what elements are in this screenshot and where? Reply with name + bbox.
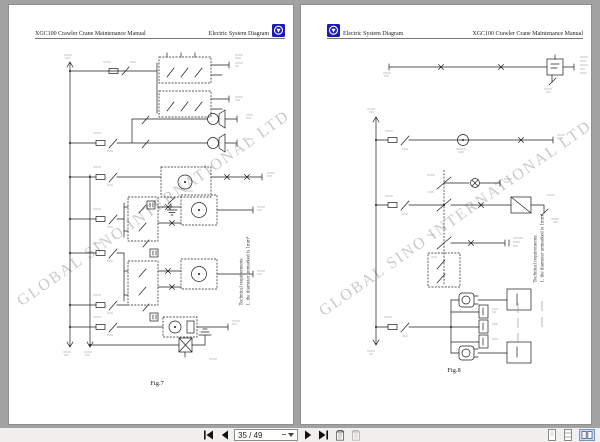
continuous-view-icon [564, 429, 572, 441]
page-navigation [202, 428, 362, 442]
header-manual-title: XGC100 Crawler Crane Maintenance Manual [472, 31, 583, 37]
viewer-toolbar [0, 428, 600, 442]
previous-view-button[interactable] [333, 429, 346, 441]
next-view-icon [351, 430, 360, 441]
single-page-view-button[interactable] [546, 429, 558, 441]
header-section-title: Electric System Diagram [343, 31, 404, 37]
tech-note: Technical requirements: 1. the diameter … [533, 213, 546, 283]
page-number-box [234, 429, 298, 441]
tech-note: Technical requirements: 1. the diameter … [239, 236, 252, 306]
first-page-button[interactable] [202, 429, 215, 441]
page-right: GLOBAL SINO INTERNATIONAL LTD Electric S… [300, 4, 592, 425]
circuit-diagram-fig8 [367, 54, 588, 364]
header-manual-title: XGC100 Crawler Crane Maintenance Manual [35, 31, 146, 37]
header-rule [327, 38, 583, 39]
previous-view-icon [335, 430, 344, 441]
header-section-title: Electric System Diagram [208, 31, 269, 37]
previous-page-icon [221, 430, 228, 440]
circuit-diagram-fig7 [63, 52, 275, 360]
page-dropdown-dash [282, 434, 286, 435]
two-page-view-icon [578, 429, 595, 441]
brand-logo-icon [272, 24, 285, 37]
page-dropdown-button[interactable] [285, 430, 297, 440]
next-page-button[interactable] [301, 429, 314, 441]
chevron-down-icon [288, 433, 294, 437]
figure-label: Fig.8 [447, 367, 461, 374]
page-right-header: Electric System Diagram XGC100 Crawler C… [327, 24, 583, 37]
last-page-button[interactable] [317, 429, 330, 441]
brand-logo-icon [327, 24, 340, 37]
page-left: GLOBAL SINO INTERNATIONAL LTD XGC100 Cra… [8, 4, 294, 425]
first-page-icon [204, 430, 213, 440]
page-number-input[interactable] [234, 429, 298, 441]
figure-label: Fig.7 [150, 380, 164, 387]
next-view-button[interactable] [349, 429, 362, 441]
previous-page-button[interactable] [218, 429, 231, 441]
last-page-icon [319, 430, 328, 440]
single-page-view-icon [548, 429, 556, 441]
page-layout-controls [546, 429, 595, 441]
page-left-header: XGC100 Crawler Crane Maintenance Manual … [35, 24, 285, 37]
continuous-view-button[interactable] [562, 429, 574, 441]
two-page-view-button[interactable] [578, 429, 595, 441]
header-rule [35, 38, 285, 39]
next-page-icon [304, 430, 311, 440]
